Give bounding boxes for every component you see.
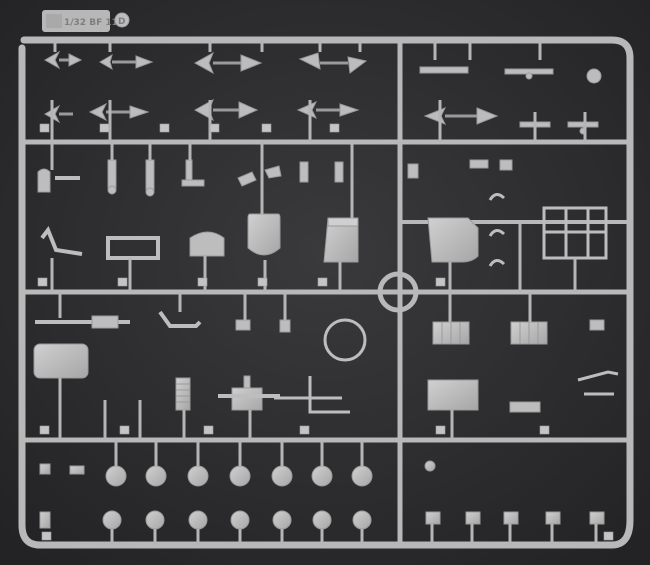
gates-top	[50, 40, 587, 142]
number-tabs	[37, 123, 614, 541]
gates-mid	[50, 142, 577, 292]
gates-lower	[58, 292, 532, 440]
sprue-tag-label: 1/32 BF 110	[64, 18, 124, 28]
hub-parts	[39, 460, 605, 530]
gates-bottom	[110, 440, 598, 545]
sprue-tag: 1/32 BF 110 D	[42, 10, 130, 32]
row3-parts	[33, 310, 619, 414]
sprue-frame	[18, 36, 634, 549]
sprue-tag-letter: D	[118, 17, 125, 27]
